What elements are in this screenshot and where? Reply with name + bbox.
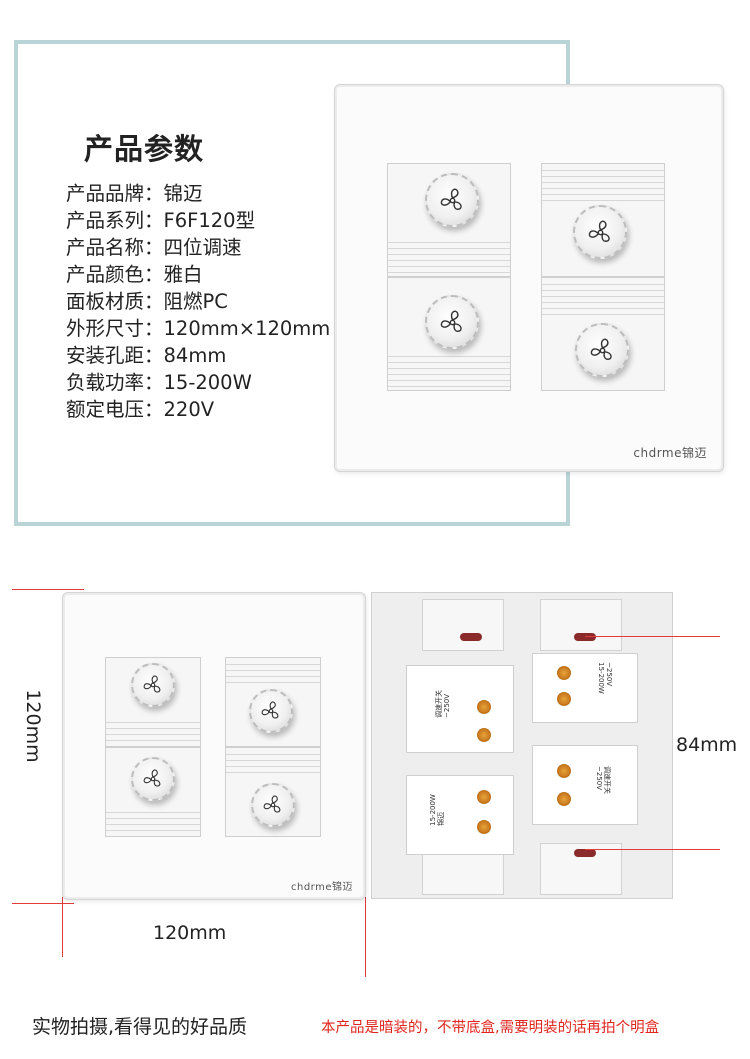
spec-row-material: 面板材质：阻燃PC xyxy=(66,290,228,313)
spec-row-size: 外形尺寸：120mm×120mm xyxy=(66,317,331,340)
module-text: 调速开关~250V xyxy=(595,766,611,794)
fan-knob-front-3[interactable] xyxy=(249,689,293,733)
spec-row-voltage: 额定电压：220V xyxy=(66,398,215,421)
fan-icon xyxy=(261,701,279,719)
width-dimension: 120mm xyxy=(153,922,227,944)
hole-pointer-top xyxy=(585,636,720,637)
terminal xyxy=(557,764,571,778)
stripe-front-rt xyxy=(226,659,320,687)
stripe-left-bottom xyxy=(388,351,510,389)
terminal xyxy=(557,666,571,680)
stripe-front-lb xyxy=(106,807,200,835)
terminal xyxy=(557,792,571,806)
product-panel-front: chdrme锦迈 xyxy=(62,592,366,900)
spec-list: 产品品牌：锦迈 产品系列：F6F120型 产品名称：四位调速 产品颜色：雅白 面… xyxy=(66,180,330,423)
fan-icon xyxy=(590,338,612,360)
spec-row-power: 负载功率：15-200W xyxy=(66,371,252,394)
fan-knob-front-4[interactable] xyxy=(251,783,295,827)
fan-icon xyxy=(143,675,161,693)
product-panel-large: chdrme锦迈 xyxy=(334,84,724,472)
spec-row-hole: 安装孔距：84mm xyxy=(66,344,227,367)
spec-row-brand: 产品品牌：锦迈 xyxy=(66,182,203,205)
mount-hole-bottom xyxy=(574,849,596,857)
terminal xyxy=(477,790,491,804)
height-dimension: 120mm xyxy=(22,689,44,763)
dim-line-top xyxy=(12,589,84,590)
fan-knob-4[interactable] xyxy=(575,323,629,377)
footer-left-text: 实物拍摄,看得见的好品质 xyxy=(32,1016,248,1038)
fan-icon xyxy=(143,769,161,787)
fan-icon xyxy=(263,795,281,813)
spec-row-color: 产品颜色：雅白 xyxy=(66,263,203,286)
mount-hole-right xyxy=(574,633,596,641)
spec-row-series: 产品系列：F6F120型 xyxy=(66,209,256,232)
fan-knob-front-2[interactable] xyxy=(131,757,175,801)
fan-icon xyxy=(588,220,610,242)
hole-dimension: 84mm xyxy=(676,734,738,756)
stripe-front-lt xyxy=(106,717,200,745)
brand-logo-small: chdrme锦迈 xyxy=(290,882,353,893)
mount-ear-top-left xyxy=(422,599,504,651)
stripe-left-top xyxy=(388,237,510,275)
fan-knob-3[interactable] xyxy=(573,205,627,259)
module-text: 调速开关~250V xyxy=(435,690,451,718)
dim-line-right-v xyxy=(365,897,366,977)
mount-ear-top-right xyxy=(540,599,622,651)
terminal xyxy=(477,700,491,714)
fan-knob-1[interactable] xyxy=(425,173,479,227)
brand-logo: chdrme锦迈 xyxy=(633,446,707,460)
terminal xyxy=(477,728,491,742)
dim-line-bottom xyxy=(12,903,74,904)
dim-line-left-v xyxy=(62,897,63,957)
back-module-rb: 调速开关~250V xyxy=(532,745,638,825)
mount-hole-top xyxy=(460,633,482,641)
hole-pointer-bottom xyxy=(585,849,720,850)
fan-knob-front-1[interactable] xyxy=(131,663,175,707)
footer-right-note: 本产品是暗装的，不带底盒,需要明装的话再拍个明盒 xyxy=(321,1020,660,1036)
spec-row-name: 产品名称：四位调速 xyxy=(66,236,242,259)
stripe-front-rb xyxy=(226,749,320,777)
stripe-right-bottom xyxy=(542,279,664,317)
back-module-lt: 调速开关~250V xyxy=(406,665,514,753)
terminal xyxy=(477,820,491,834)
spec-title: 产品参数 xyxy=(84,132,205,166)
terminal xyxy=(557,692,571,706)
fan-icon xyxy=(440,310,462,332)
stripe-right-top xyxy=(542,165,664,203)
fan-icon xyxy=(440,188,462,210)
fan-knob-2[interactable] xyxy=(425,295,479,349)
